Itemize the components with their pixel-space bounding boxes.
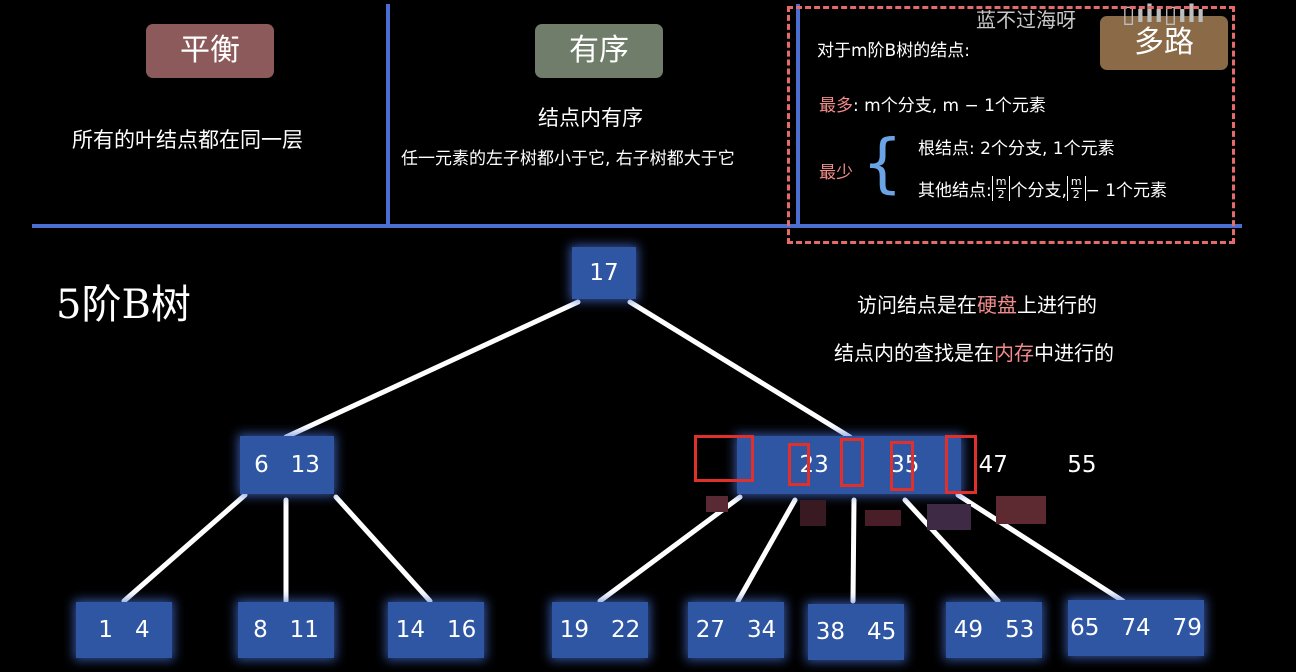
note2-highlight: 内存 — [994, 341, 1034, 365]
note-line-2: 结点内的查找是在内存中进行的 — [834, 337, 1114, 366]
key-47: 47 — [978, 452, 1008, 478]
note-line-1: 访问结点是在硬盘上进行的 — [857, 289, 1097, 318]
min-other-mid: 个分支, — [1010, 181, 1067, 201]
edge-right-leaf2 — [735, 497, 798, 604]
ceil-denominator: 2 — [1072, 188, 1080, 201]
min-other-rule: 其他结点: m 2 个分支, m 2 − 1个元素 — [918, 176, 1167, 201]
leaf-node: 65 74 79 — [1068, 600, 1204, 656]
obscured-mark — [706, 496, 728, 512]
note2-suffix: 中进行的 — [1034, 341, 1114, 365]
obscured-mark — [996, 496, 1046, 524]
min-label: 最少 — [819, 163, 853, 183]
leaf-node: 1 4 — [76, 602, 172, 658]
pointer-box-4 — [890, 441, 914, 491]
ceil-fraction-2: m 2 — [1066, 175, 1086, 201]
multiway-tag: 多路 — [1100, 16, 1228, 70]
balance-description: 所有的叶结点都在同一层 — [72, 128, 303, 152]
leaf-node: 19 22 — [552, 602, 648, 658]
max-label: 最多 — [819, 96, 853, 116]
note1-prefix: 访问结点是在 — [857, 293, 977, 317]
left-internal-node: 6 13 — [240, 436, 334, 494]
note1-suffix: 上进行的 — [1017, 293, 1097, 317]
edge-root-right — [627, 299, 853, 440]
min-other-suffix: − 1个元素 — [1085, 181, 1168, 201]
max-text: : m个分支, m − 1个元素 — [853, 96, 1046, 116]
pointer-box-5 — [945, 435, 977, 494]
key-23: 23 — [799, 452, 829, 478]
order-description: 任一元素的左子树都小于它, 右子树都大于它 — [401, 149, 735, 169]
ceil-fraction-1: m 2 — [991, 175, 1011, 201]
obscured-mark — [800, 500, 826, 526]
pointer-box-2 — [788, 443, 810, 486]
edge-left-leaf3 — [333, 494, 433, 604]
divider-2 — [796, 4, 800, 226]
edge-right-leaf5 — [955, 492, 1126, 604]
divider-1 — [386, 4, 390, 226]
note2-prefix: 结点内的查找是在 — [834, 341, 994, 365]
ceil-numerator: m — [1070, 175, 1082, 189]
edge-right-leaf1 — [597, 494, 743, 604]
ceil-numerator: m — [995, 175, 1007, 189]
order-description-title: 结点内有序 — [538, 106, 643, 130]
watermark: 蓝不过海呀 — [976, 8, 1076, 32]
highlight-dashed-frame — [787, 6, 1235, 244]
obscured-mark — [865, 510, 901, 526]
leaf-node: 8 11 — [238, 602, 334, 658]
pointer-box-3 — [840, 438, 864, 487]
balance-tag: 平衡 — [146, 24, 274, 78]
root-node: 17 — [572, 247, 636, 299]
watermark-logo-icon: ▯ılı▯ılı — [1122, 0, 1206, 28]
key-35: 35 — [890, 452, 920, 478]
note1-highlight: 硬盘 — [977, 293, 1017, 317]
edge-root-left — [283, 299, 581, 440]
leaf-node: 27 34 — [688, 602, 784, 658]
rule-title: 对于m阶B树的结点: — [817, 41, 970, 61]
min-root-rule: 根结点: 2个分支, 1个元素 — [918, 139, 1115, 159]
leaf-node: 14 16 — [388, 602, 484, 658]
obscured-mark — [927, 504, 971, 530]
edge-left-leaf1 — [121, 492, 248, 604]
pointer-box-1 — [694, 435, 754, 482]
leaf-node: 49 53 — [946, 602, 1042, 658]
order-tag: 有序 — [535, 24, 663, 78]
min-other-prefix: 其他结点: — [918, 181, 992, 201]
edge-right-leaf3 — [850, 497, 857, 604]
max-rule: 最多: m个分支, m − 1个元素 — [819, 91, 1046, 116]
diagram-title: 5阶B树 — [56, 282, 191, 328]
header-baseline — [32, 224, 1242, 228]
key-55: 55 — [1067, 452, 1097, 478]
ceil-denominator: 2 — [997, 188, 1005, 201]
edge-right-leaf4 — [902, 497, 1001, 604]
leaf-node: 38 45 — [808, 604, 904, 660]
min-brace-icon: { — [862, 127, 903, 201]
